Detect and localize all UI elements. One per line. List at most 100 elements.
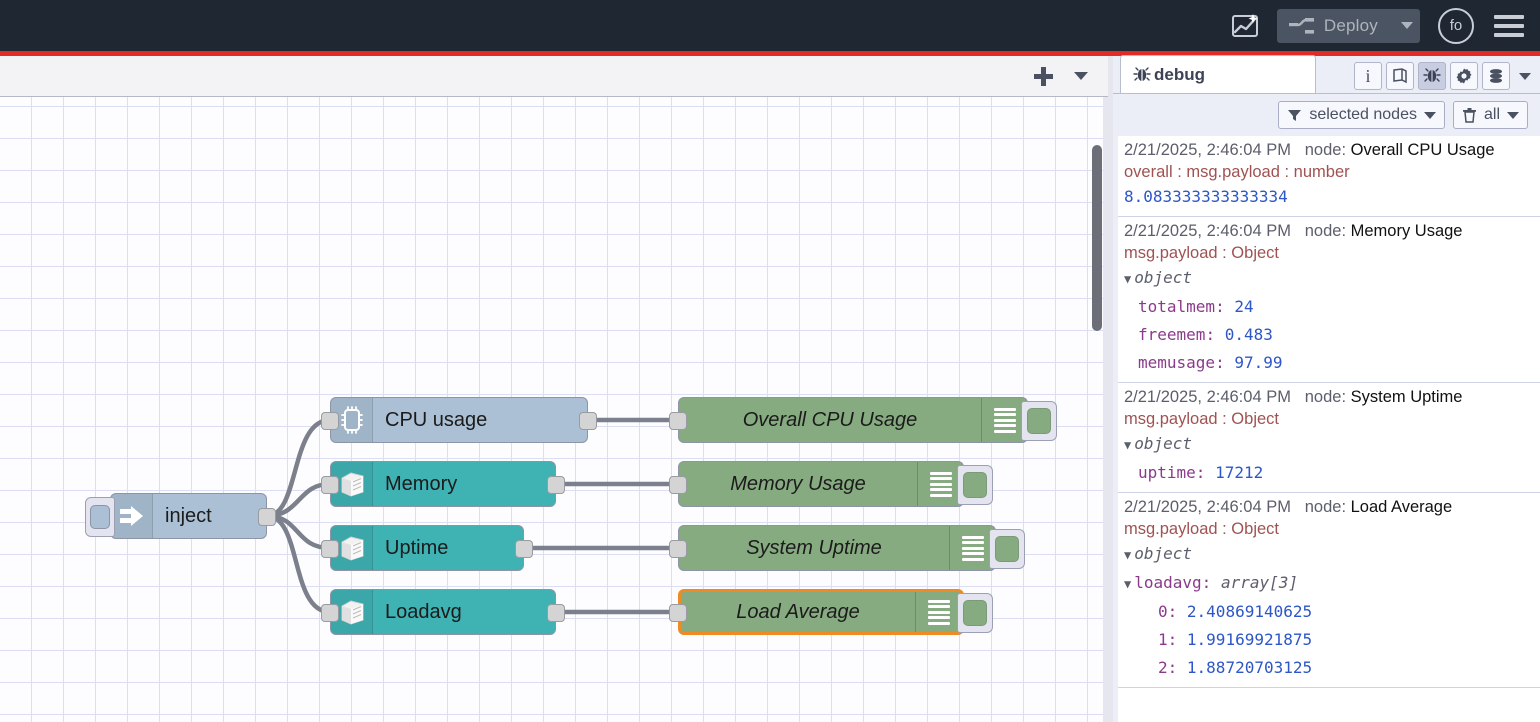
chevron-down-icon[interactable]	[1514, 62, 1536, 90]
debug-node-name[interactable]: Overall CPU Usage	[1350, 141, 1495, 159]
flow-sparkle-icon[interactable]	[1223, 6, 1267, 46]
avatar[interactable]: fo	[1438, 7, 1474, 44]
deploy-button[interactable]: Deploy	[1276, 8, 1420, 43]
hamburger-menu-icon[interactable]	[1494, 14, 1524, 37]
property-key: freemem	[1138, 325, 1206, 344]
node-debug-load-average[interactable]: Load Average	[669, 589, 993, 635]
node-output-port[interactable]	[515, 540, 533, 558]
app-header: Deploy fo	[0, 0, 1540, 51]
node-cpu-usage[interactable]: CPU usage	[321, 397, 597, 443]
layers-icon[interactable]	[1482, 62, 1510, 90]
debug-node-prefix: node:	[1304, 498, 1351, 516]
node-label: CPU usage	[385, 408, 488, 431]
debug-enable-toggle[interactable]	[957, 593, 993, 633]
clear-label: all	[1483, 106, 1500, 123]
node-input-port[interactable]	[321, 604, 339, 622]
debug-enable-toggle[interactable]	[989, 529, 1025, 569]
property-value: 97.99	[1234, 353, 1283, 372]
node-output-port[interactable]	[547, 604, 565, 622]
expand-twisty-icon[interactable]: ▼	[1124, 577, 1132, 591]
property-key: totalmem	[1138, 297, 1216, 316]
debug-enable-toggle[interactable]	[1021, 401, 1057, 441]
node-memory[interactable]: Memory	[321, 461, 565, 507]
canvas-vertical-scrollbar[interactable]	[1092, 145, 1102, 331]
book-icon[interactable]	[1386, 62, 1414, 90]
node-debug-overall-cpu-usage[interactable]: Overall CPU Usage	[669, 397, 1057, 443]
object-root-row[interactable]: ▼object	[1124, 540, 1534, 569]
object-property-row: uptime: 17212	[1138, 463, 1264, 482]
node-output-port[interactable]	[258, 508, 276, 526]
node-uptime[interactable]: Uptime	[321, 525, 533, 571]
object-root-label: object	[1134, 434, 1193, 453]
debug-node-name[interactable]: Load Average	[1350, 498, 1453, 516]
flow-canvas[interactable]: inject CPU us	[0, 97, 1108, 722]
sidebar-resize-handle[interactable]	[1108, 56, 1113, 722]
debug-enable-toggle[interactable]	[957, 465, 993, 505]
flow-tab-menu-icon[interactable]	[1064, 59, 1098, 93]
deploy-icon	[1288, 17, 1314, 34]
add-flow-tab-button[interactable]	[1026, 59, 1060, 93]
debug-message[interactable]: 2/21/2025, 2:46:04 PM node: Memory Usage…	[1118, 217, 1540, 383]
chevron-down-icon[interactable]	[1507, 111, 1519, 119]
node-debug-memory-usage[interactable]: Memory Usage	[669, 461, 993, 507]
array-root-row[interactable]: ▼loadavg: array[3]	[1124, 573, 1298, 592]
debug-message-list[interactable]: 2/21/2025, 2:46:04 PM node: Overall CPU …	[1113, 136, 1540, 722]
debug-node-name[interactable]: Memory Usage	[1350, 222, 1463, 240]
node-input-port[interactable]	[669, 540, 687, 558]
expand-twisty-icon[interactable]: ▼	[1124, 438, 1132, 452]
debug-message-header: 2/21/2025, 2:46:04 PM node: Overall CPU …	[1118, 139, 1540, 161]
debug-node-prefix: node:	[1304, 388, 1351, 406]
chevron-down-icon[interactable]	[1423, 111, 1436, 119]
node-debug-system-uptime[interactable]: System Uptime	[669, 525, 1025, 571]
inject-trigger-button[interactable]	[85, 497, 115, 537]
clear-messages-button[interactable]: all	[1452, 101, 1528, 129]
object-property-row: memusage: 97.99	[1138, 353, 1283, 372]
node-label: Loadavg	[385, 600, 462, 623]
array-type: array[3]	[1220, 573, 1298, 592]
expand-twisty-icon[interactable]: ▼	[1124, 548, 1132, 562]
node-inject[interactable]: inject	[85, 493, 276, 539]
node-input-port[interactable]	[669, 604, 687, 622]
node-label: System Uptime	[746, 536, 882, 559]
debug-timestamp: 2/21/2025, 2:46:04 PM	[1124, 498, 1291, 516]
node-output-port[interactable]	[579, 412, 597, 430]
object-property-row: totalmem: 24	[1138, 297, 1254, 316]
node-loadavg[interactable]: Loadavg	[321, 589, 565, 635]
item-index: 0	[1158, 602, 1168, 621]
debug-message[interactable]: 2/21/2025, 2:46:04 PM node: Load Average…	[1118, 493, 1540, 688]
node-input-port[interactable]	[669, 476, 687, 494]
filter-label: selected nodes	[1309, 106, 1417, 123]
debug-message[interactable]: 2/21/2025, 2:46:04 PM node: System Uptim…	[1118, 383, 1540, 493]
bug-icon[interactable]	[1418, 62, 1446, 90]
tab-debug[interactable]: debug	[1120, 55, 1316, 93]
object-root-row[interactable]: ▼object	[1124, 430, 1534, 459]
info-icon[interactable]: i	[1354, 62, 1382, 90]
debug-lines-icon	[981, 398, 1027, 442]
debug-topic: overall : msg.payload : number	[1124, 163, 1350, 181]
sidebar-filter-row: selected nodes all	[1113, 94, 1540, 136]
debug-message[interactable]: 2/21/2025, 2:46:04 PM node: Overall CPU …	[1118, 136, 1540, 217]
debug-node-prefix: node:	[1304, 141, 1351, 159]
debug-lines-icon	[915, 592, 961, 632]
deploy-caret-icon[interactable]	[1392, 9, 1420, 43]
debug-object-tree: ▼object ▼loadavg: array[3] 0: 2.40869140…	[1118, 540, 1540, 682]
filter-selected-nodes-button[interactable]: selected nodes	[1278, 101, 1445, 129]
object-root-row[interactable]: ▼object	[1124, 264, 1534, 293]
workspace-tabbar	[0, 56, 1108, 97]
sidebar: debug i	[1113, 55, 1540, 722]
node-input-port[interactable]	[321, 540, 339, 558]
arrow-right-icon	[111, 494, 153, 538]
node-input-port[interactable]	[669, 412, 687, 430]
node-input-port[interactable]	[321, 476, 339, 494]
deploy-button-main[interactable]: Deploy	[1277, 9, 1392, 43]
gear-icon[interactable]	[1450, 62, 1478, 90]
debug-topic: msg.payload : Object	[1124, 410, 1279, 428]
array-item-row: 2: 1.88720703125	[1158, 658, 1313, 677]
array-item-row: 1: 1.99169921875	[1158, 630, 1313, 649]
node-output-port[interactable]	[547, 476, 565, 494]
node-input-port[interactable]	[321, 412, 339, 430]
expand-twisty-icon[interactable]: ▼	[1124, 272, 1132, 286]
debug-node-name[interactable]: System Uptime	[1350, 388, 1463, 406]
object-root-label: object	[1134, 268, 1193, 287]
